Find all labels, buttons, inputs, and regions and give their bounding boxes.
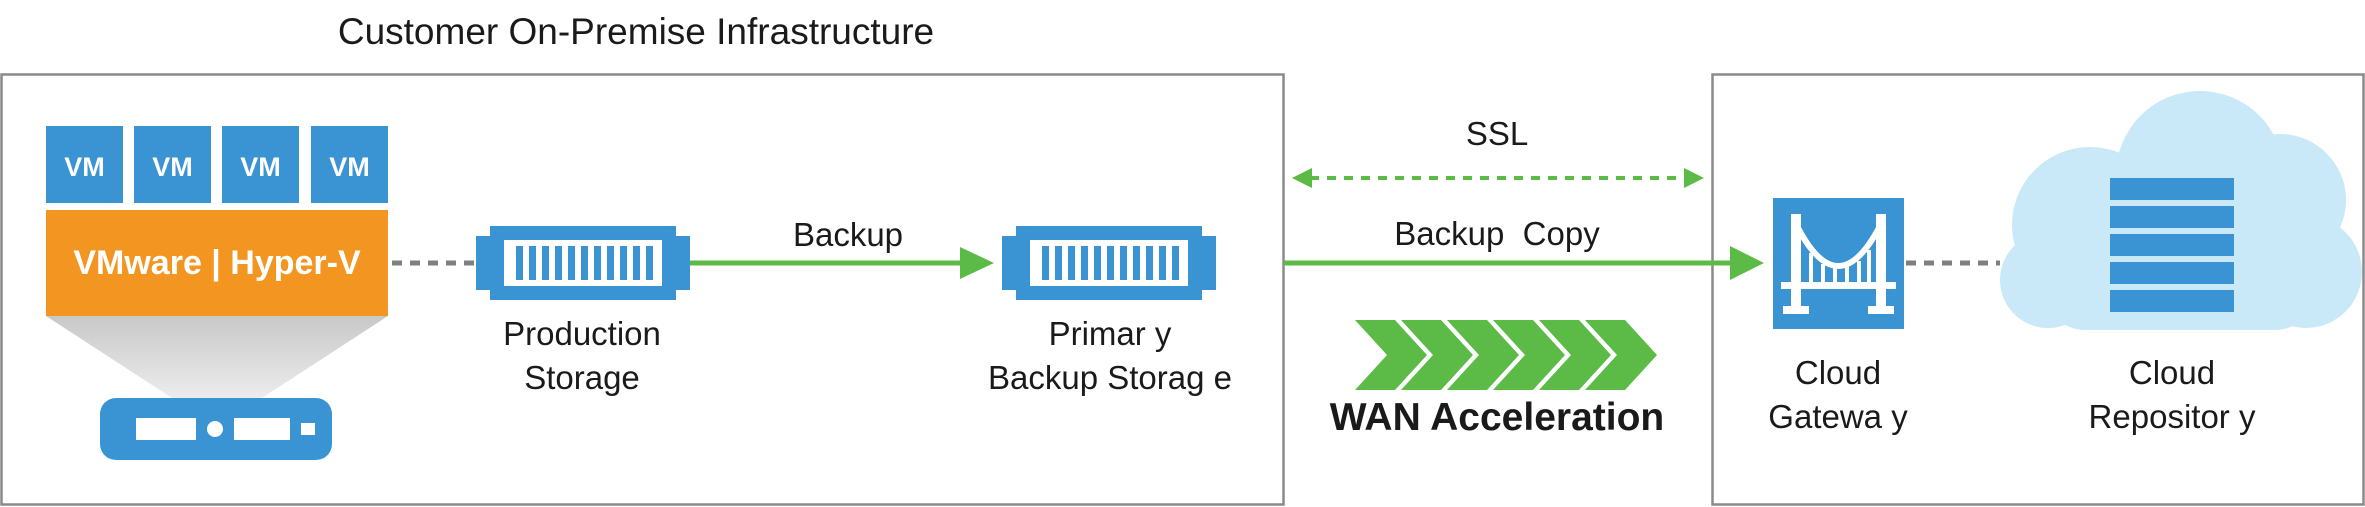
backup-copy-label: Backup Copy [1394, 215, 1600, 252]
host-cone [46, 316, 388, 398]
server-icon [100, 398, 332, 460]
vm-group: VM VM VM VM [46, 126, 388, 203]
on-premise-box [0, 73, 1285, 506]
cloud-repository-label: Repositor y [2089, 398, 2256, 435]
cloud-gateway-label: Gatewa y [1768, 398, 1908, 435]
primary-backup-storage-icon [1002, 226, 1216, 300]
cloud-provider-box [1711, 73, 2365, 506]
cloud-gateway-label: Cloud [1795, 354, 1881, 391]
production-storage-icon [476, 226, 690, 300]
ssl-arrow-head-left [1292, 168, 1312, 188]
primary-backup-storage-label: Backup Storag e [988, 359, 1232, 396]
vm-tile [222, 126, 299, 203]
production-storage-label: Storage [524, 359, 640, 396]
hypervisor-bar [46, 210, 388, 316]
ssl-label: SSL [1466, 115, 1528, 152]
primary-backup-storage-label: Primar y [1049, 315, 1172, 352]
vm-label: VM [240, 152, 281, 182]
cloud-gateway-icon [1773, 198, 1904, 329]
vm-label: VM [64, 152, 105, 182]
vm-tile [134, 126, 211, 203]
hypervisor-label: VMware | Hyper-V [73, 244, 361, 282]
ssl-arrow-head-right [1684, 168, 1704, 188]
vm-tile [311, 126, 388, 203]
production-storage-label: Production [503, 315, 661, 352]
vm-label: VM [329, 152, 370, 182]
backup-arrow-head [960, 247, 994, 279]
backup-copy-arrow-head [1730, 246, 1764, 280]
vm-label: VM [152, 152, 193, 182]
cloud-repository-icon [2110, 178, 2234, 312]
infrastructure-title: Customer On-Premise Infrastructure [338, 11, 934, 52]
wan-acceleration-chevrons [1355, 320, 1657, 390]
cloud-repository-label: Cloud [2129, 354, 2215, 391]
vm-tile [46, 126, 123, 203]
wan-acceleration-label: WAN Acceleration [1330, 396, 1664, 439]
backup-label: Backup [793, 216, 903, 253]
